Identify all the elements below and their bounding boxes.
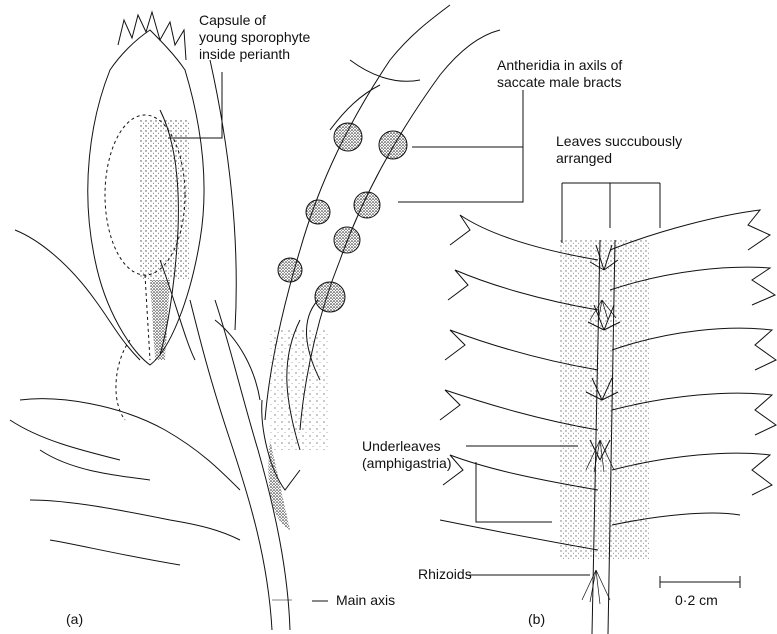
underleaves-label: Underleaves (amphigastria) (362, 438, 451, 472)
rhizoids-label: Rhizoids (418, 566, 472, 583)
main-axis-label: Main axis (336, 592, 395, 609)
antheridia-cluster (278, 123, 407, 312)
capsule-label: Capsule of young sporophyte inside peria… (199, 12, 310, 63)
leaves-label: Leaves succubously arranged (556, 133, 682, 167)
panel-a-drawing (10, 5, 500, 630)
panel-b-label: (b) (528, 611, 545, 628)
scale-bar-label: 0·2 cm (675, 592, 718, 609)
panel-b-drawing (440, 210, 776, 634)
panel-a-label: (a) (66, 611, 83, 628)
antheridia-label: Antheridia in axils of saccate male brac… (497, 57, 622, 91)
